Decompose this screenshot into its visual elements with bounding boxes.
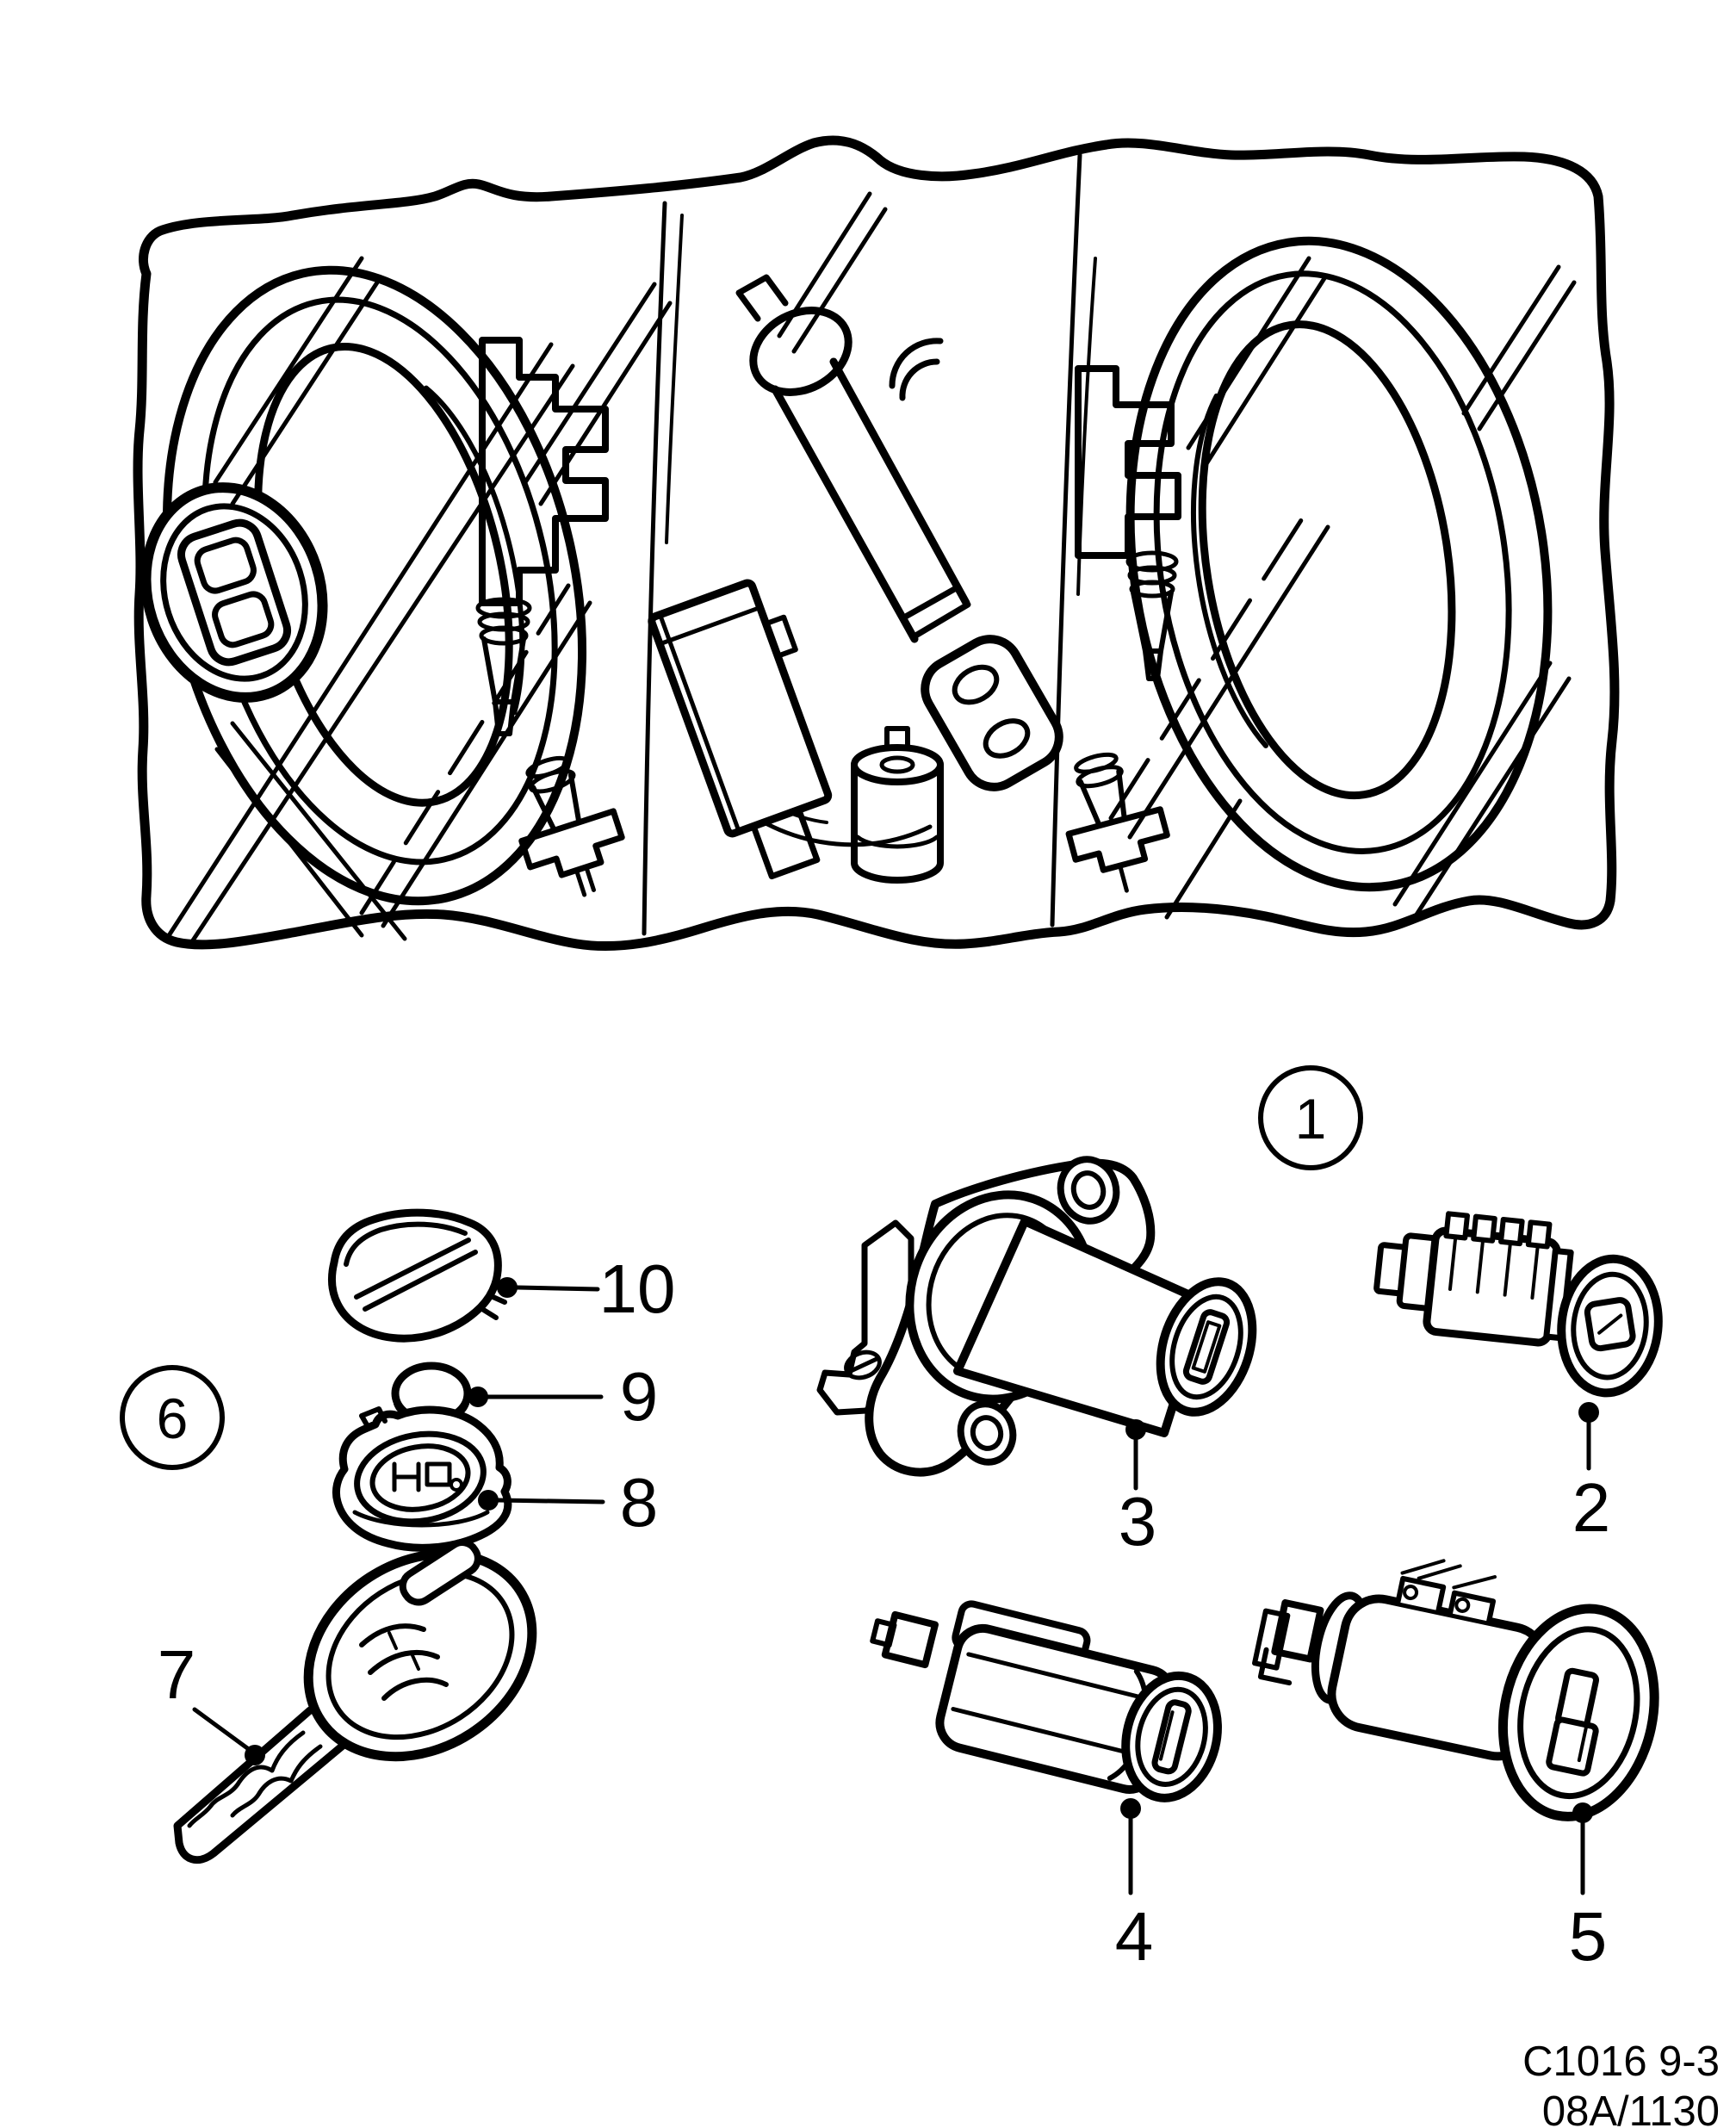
bag-fold-lines [642,152,1097,936]
lock-cylinder-5 [1252,1559,1659,1821]
callout-10: 10 [497,1250,675,1327]
keyhole-2 [1584,1297,1636,1352]
callout-1: 1 [1258,1065,1363,1170]
callout-6-label: 6 [157,1387,189,1450]
callout-3-label: 3 [1119,1483,1157,1560]
key-head-emblem [359,1623,449,1701]
callout-4-label: 4 [1115,1898,1154,1975]
lock-bracket-left [475,337,625,897]
bag-outline [133,135,1620,952]
callout-9: 9 [468,1358,658,1435]
callout-1-circle [1258,1065,1363,1170]
callout-5-label: 5 [1569,1898,1608,1975]
callout-7-label: 7 [158,1636,196,1713]
bag-shine-lines [165,191,1577,948]
callout-3: 3 [1119,1419,1157,1560]
figure-caption: C1016 9-3 08A/1130 [1522,2038,1720,2128]
ignition-switch [648,579,833,880]
callout-8-label: 8 [620,1464,659,1541]
keyhole-3 [1182,1309,1231,1385]
callout-5: 5 [1569,1802,1608,1975]
ignition-lock-with-key [735,274,1063,791]
figure-code: C1016 9-3 [1522,2038,1720,2085]
callout-2: 2 [1572,1402,1611,1546]
key-blade [173,1539,537,1864]
small-lock-cylinder-in-bag [851,726,944,884]
remote-key-fob [140,482,328,703]
lock-cylinder-4 [870,1600,1222,1802]
callout-6-circle [120,1365,225,1470]
door-lock-cylinder [1373,1211,1663,1398]
figure-page-ref: 08A/1130 [1542,2088,1720,2128]
callout-1-label: 1 [1295,1087,1327,1151]
key-head-slot [399,1539,481,1606]
callout-7: 7 [158,1636,265,1765]
callout-8: 8 [478,1464,658,1541]
callout-10-label: 10 [599,1250,676,1327]
callout-6: 6 [120,1365,225,1470]
ignition-lock-cylinder [816,1156,1257,1477]
callout-9-label: 9 [620,1358,659,1435]
key-fob-housing [332,1405,512,1552]
callout-4: 4 [1115,1798,1154,1975]
packaged-lock-set-illustration [133,135,1620,952]
lock-bracket-right [1065,365,1181,893]
key-fob-cover [327,1208,507,1343]
callout-2-label: 2 [1572,1469,1611,1546]
